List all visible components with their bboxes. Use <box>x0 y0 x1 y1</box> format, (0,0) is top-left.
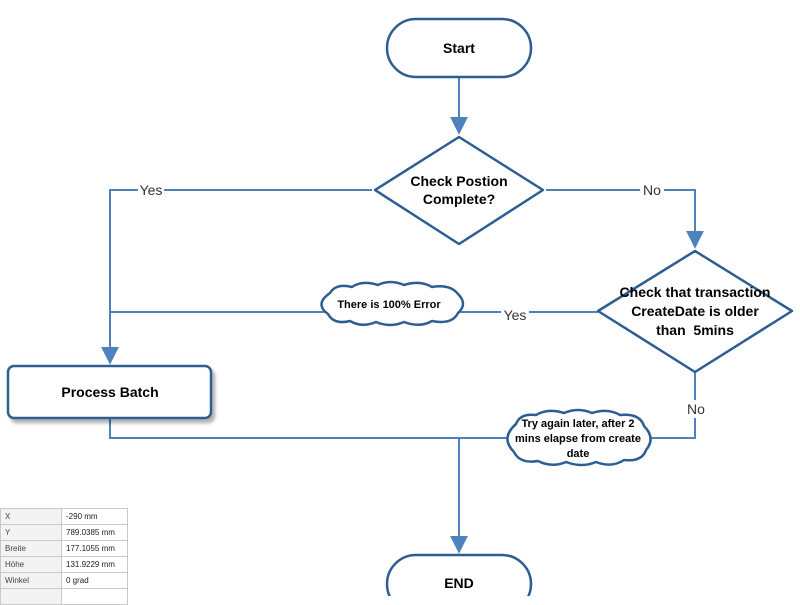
retry-note-text-line-3: date <box>567 448 590 460</box>
end-node-label: END <box>444 575 474 591</box>
property-key: Höhe <box>0 556 62 573</box>
property-value[interactable] <box>61 588 128 605</box>
start-node-label: Start <box>443 40 475 56</box>
property-key: Breite <box>0 540 62 557</box>
check-transaction-label-line-3: than 5mins <box>656 322 734 338</box>
edge-label-check-position-yes: Yes <box>140 182 163 198</box>
property-key <box>0 588 62 605</box>
retry-note-cloud[interactable]: Try again later, after 2 mins elapse fro… <box>506 408 652 467</box>
edge-label-check-position-no: No <box>643 182 661 198</box>
retry-note-text-line-2: mins elapse from create <box>515 433 641 445</box>
shape-properties-panel: X -290 mm Y 789.0385 mm Breite 177.1055 … <box>0 508 128 605</box>
process-batch-label: Process Batch <box>61 384 158 400</box>
error-note-cloud[interactable]: There is 100% Error <box>320 280 465 327</box>
property-value[interactable]: -290 mm <box>61 508 128 525</box>
property-key: X <box>0 508 62 525</box>
error-note-text: There is 100% Error <box>337 299 441 311</box>
property-value[interactable]: 789.0385 mm <box>61 524 128 541</box>
start-node[interactable]: Start <box>385 17 533 79</box>
check-transaction-label-line-1: Check that transaction <box>620 284 771 300</box>
property-value[interactable]: 177.1055 mm <box>61 540 128 557</box>
process-batch-node[interactable]: Process Batch <box>6 364 213 420</box>
property-value[interactable]: 131.9229 mm <box>61 556 128 573</box>
connector-process-batch-to-merge <box>109 418 459 439</box>
property-value[interactable]: 0 grad <box>61 572 128 589</box>
property-row-height: Höhe 131.9229 mm <box>0 556 128 573</box>
check-transaction-label-line-2: CreateDate is older <box>631 303 759 319</box>
check-transaction-decision[interactable]: Check that transaction CreateDate is old… <box>596 249 794 374</box>
check-position-label-line-2: Complete? <box>423 191 495 207</box>
check-position-label-line-1: Check Postion <box>410 173 507 189</box>
retry-note-text-line-1: Try again later, after 2 <box>521 418 634 430</box>
property-row-y: Y 789.0385 mm <box>0 524 128 541</box>
property-key: Y <box>0 524 62 541</box>
end-node[interactable]: END <box>385 553 533 596</box>
property-row-x: X -290 mm <box>0 508 128 525</box>
property-row-empty <box>0 588 128 605</box>
property-row-width: Breite 177.1055 mm <box>0 540 128 557</box>
edge-label-check-transaction-yes: Yes <box>504 307 527 323</box>
connector-check-position-yes <box>101 189 372 365</box>
connector-check-position-no <box>546 189 704 249</box>
edge-label-check-transaction-no: No <box>687 401 705 417</box>
property-row-angle: Winkel 0 grad <box>0 572 128 589</box>
check-position-decision[interactable]: Check Postion Complete? <box>373 135 545 246</box>
property-key: Winkel <box>0 572 62 589</box>
